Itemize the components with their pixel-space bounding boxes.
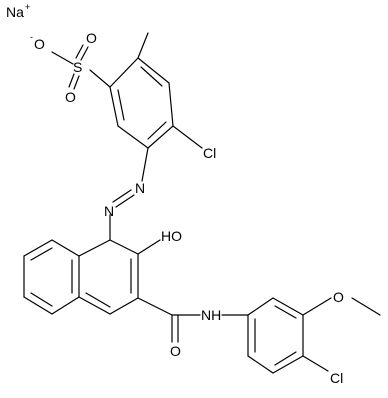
bond-lines	[23, 32, 381, 374]
methoxy-oxygen-label: O	[333, 289, 344, 305]
sodium-charge: +	[25, 2, 30, 12]
chlorine-top-ring: Cl	[203, 145, 216, 161]
sulfonate-oxygen-bottom: O	[65, 89, 76, 105]
atom-labels: Na + O - S O O Cl N N HO NH O O Cl	[6, 2, 344, 386]
sulfonate-oxygen-minus: O	[34, 36, 45, 52]
chlorine-bottom-ring: Cl	[330, 370, 343, 386]
hydroxyl-label: HO	[161, 228, 182, 244]
amide-nh-label: NH	[201, 307, 221, 323]
sulfonate-oxygen-top: O	[86, 30, 97, 46]
azo-nitrogen-1: N	[135, 180, 145, 196]
sulfonate-minus-sign: -	[30, 32, 33, 42]
sodium-label: Na	[6, 4, 24, 20]
amide-oxygen-label: O	[170, 343, 181, 359]
sulfur-label: S	[73, 59, 82, 75]
azo-nitrogen-2: N	[104, 203, 114, 219]
